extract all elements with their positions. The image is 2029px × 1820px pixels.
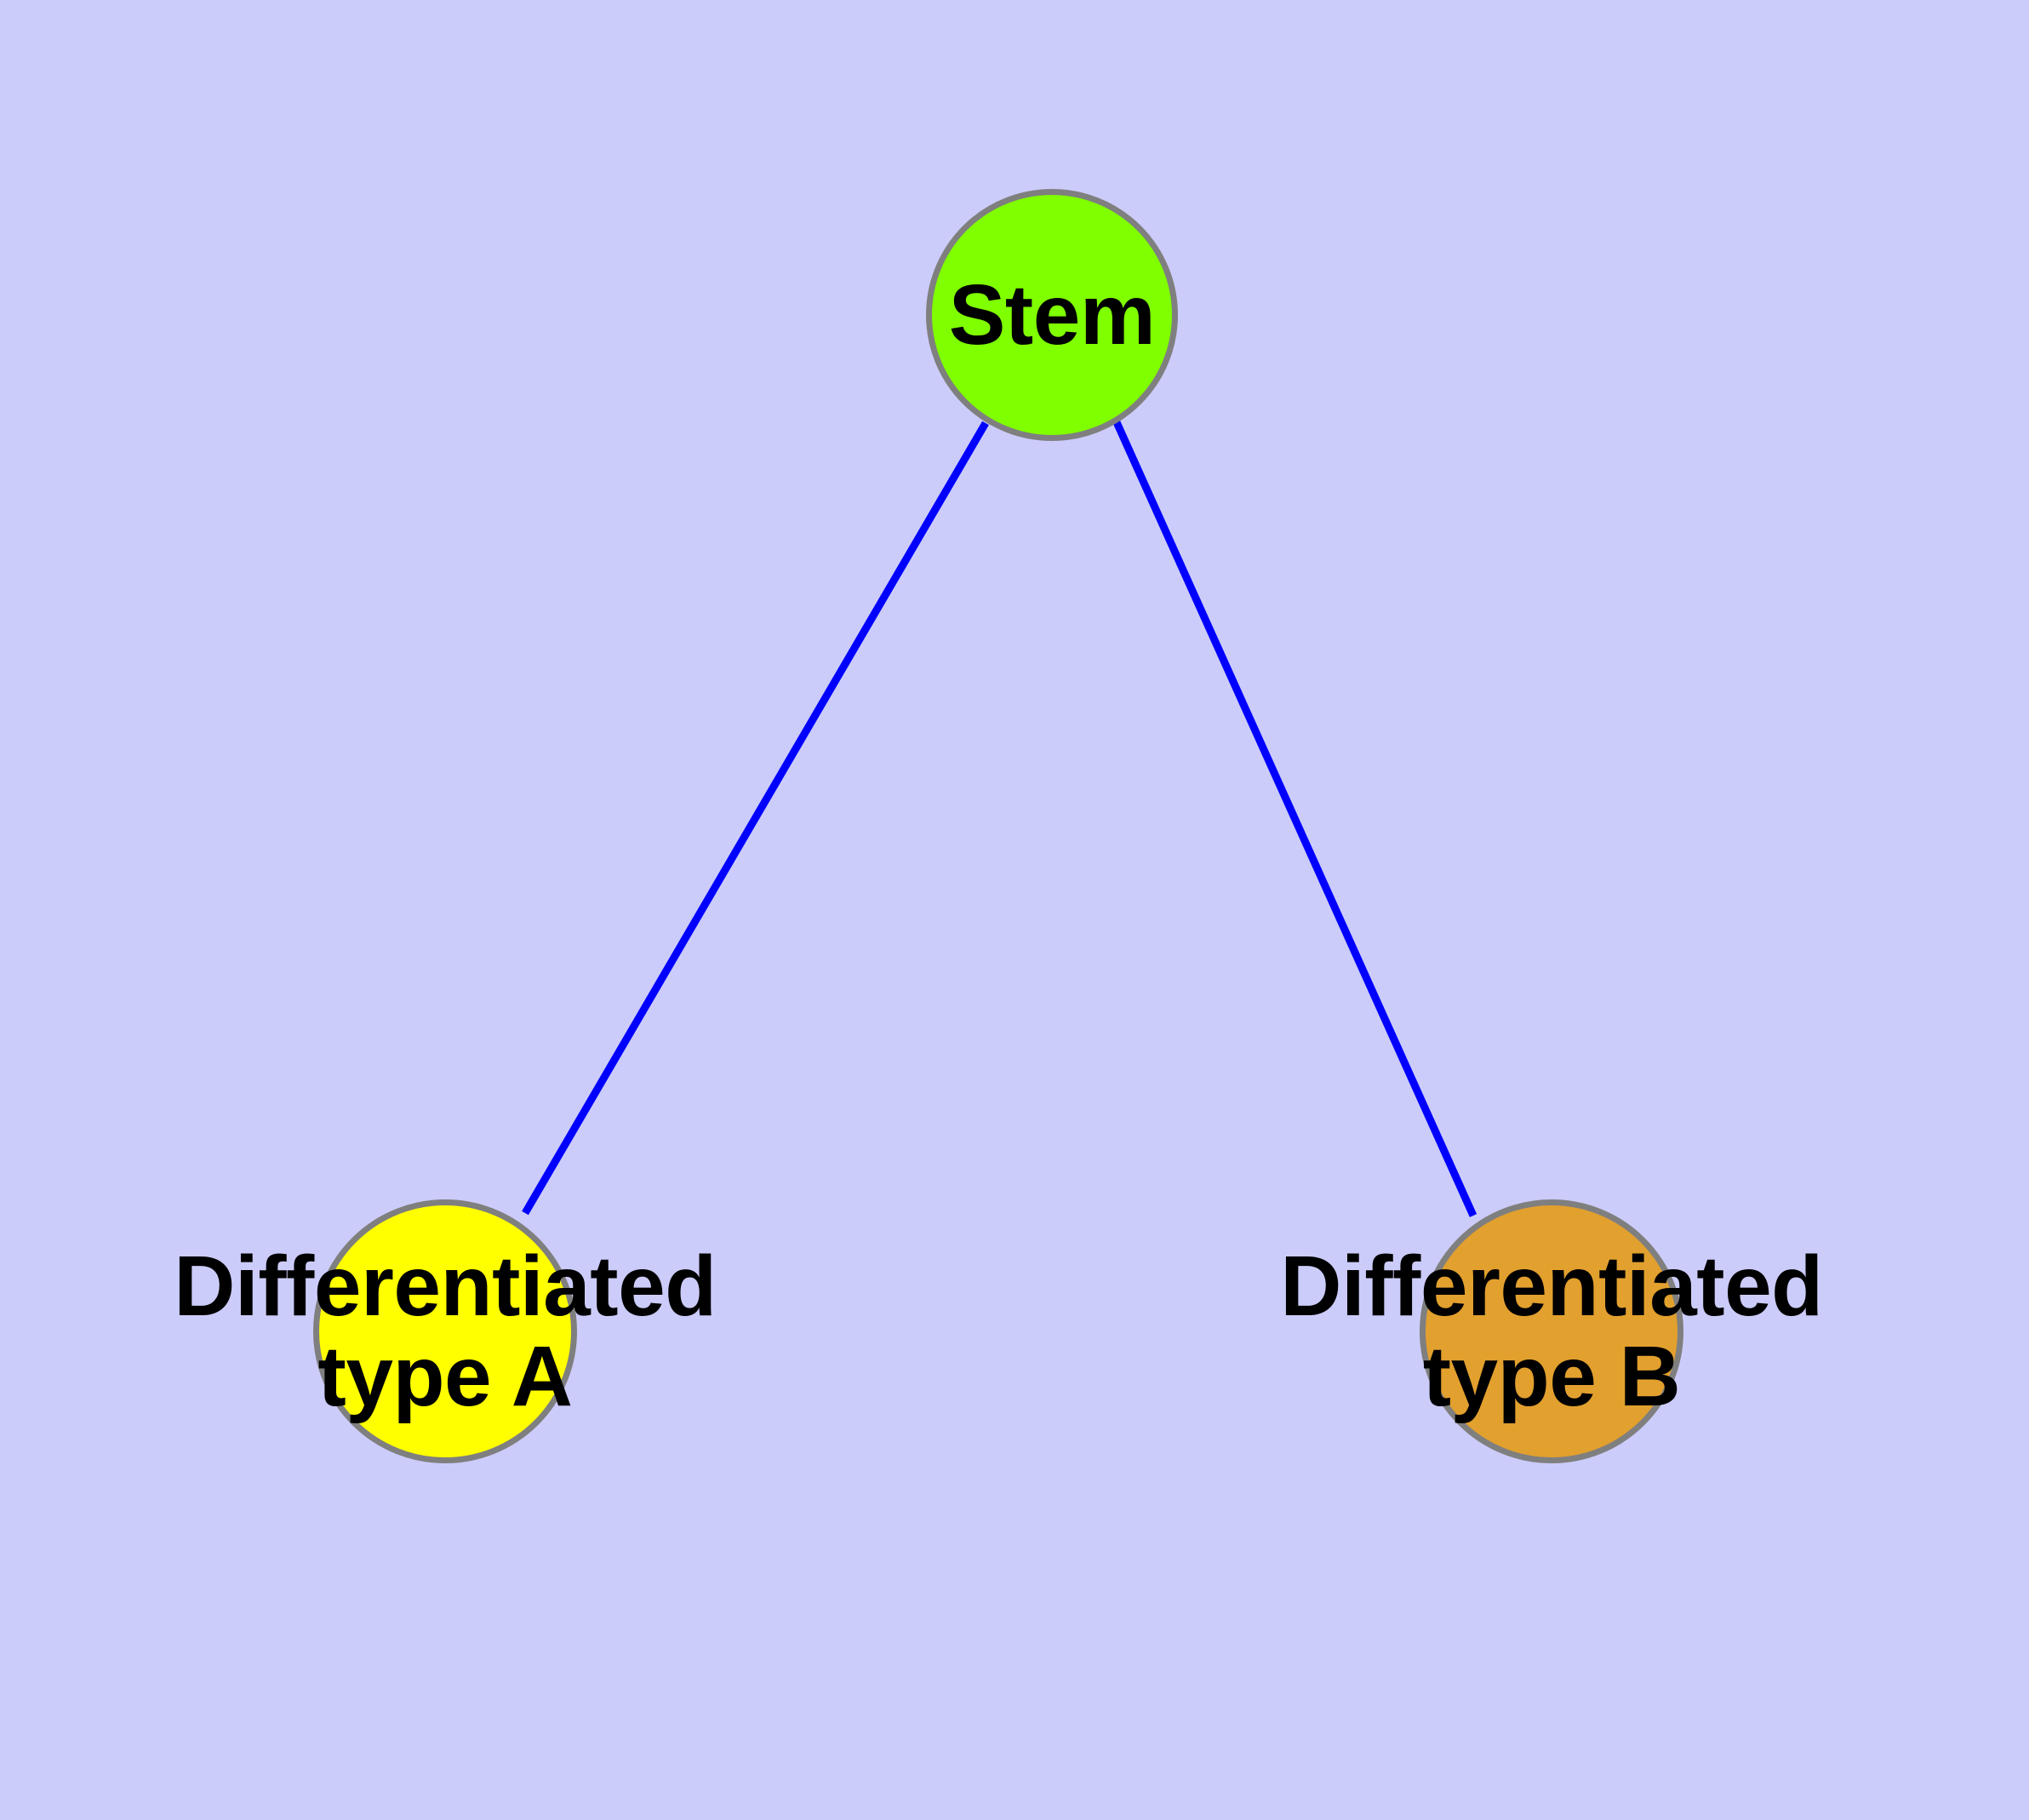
node-stem[interactable] bbox=[926, 189, 1178, 441]
edge-stem-to-diff-a bbox=[522, 421, 989, 1216]
node-label-diff-b: Differentiated type B bbox=[1280, 1239, 1823, 1424]
node-label-stem: Stem bbox=[948, 267, 1156, 363]
node-diff-a[interactable] bbox=[313, 1199, 577, 1463]
edge-stem-to-diff-b bbox=[1112, 421, 1477, 1217]
node-diff-b[interactable] bbox=[1420, 1199, 1683, 1463]
node-label-diff-a: Differentiated type A bbox=[174, 1239, 717, 1424]
